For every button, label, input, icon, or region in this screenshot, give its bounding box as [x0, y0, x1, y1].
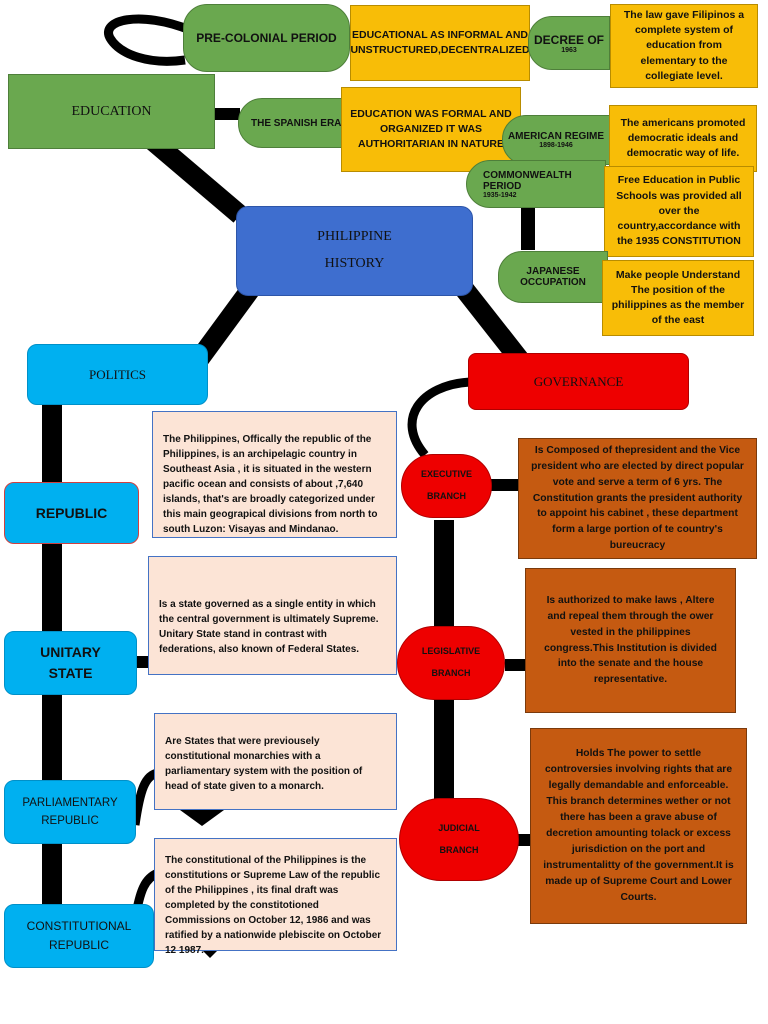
center-line2: HISTORY: [324, 256, 385, 271]
politics-item-unitary-state: UNITARY STATE: [4, 631, 137, 695]
precolonial-desc: EDUCATIONAL AS INFORMAL AND UNSTRUCTURED…: [350, 5, 530, 81]
commonwealth-label: COMMONWEALTH PERIOD: [483, 169, 572, 192]
commonwealth-year: 1935-1942: [483, 191, 517, 199]
politics-item-parliamentary-republic: PARLIAMENTARY REPUBLIC: [4, 780, 136, 844]
japanese-desc: Make people Understand The position of t…: [602, 260, 754, 336]
spanish-label: THE SPANISH ERA: [251, 117, 342, 129]
politics-title: POLITICS: [88, 366, 147, 382]
american-desc: The americans promoted democratic ideals…: [609, 105, 757, 172]
japanese-node: JAPANESE OCCUPATION: [498, 251, 608, 303]
education-node: EDUCATION: [8, 74, 215, 149]
philippine-history-node: PHILIPPINE HISTORY: [236, 206, 473, 296]
american-label: AMERICAN REGIME: [507, 131, 605, 142]
politics-item-constitutional-republic: CONSTITUTIONAL REPUBLIC: [4, 904, 154, 968]
governance-desc-legislative: Is authorized to make laws , Altere and …: [525, 568, 736, 713]
governance-desc-judicial: Holds The power to settle controversies …: [530, 728, 747, 924]
politics-node: POLITICS: [27, 344, 208, 405]
connector-governance-loop: [407, 377, 471, 458]
spanish-node: THE SPANISH ERA: [238, 98, 348, 148]
decree-desc: The law gave Filipinos a complete system…: [610, 4, 758, 88]
governance-branch-legislative: LEGISLATIVE BRANCH: [397, 626, 505, 700]
politics-desc-parliamentary-republic: Are States that were previousely constit…: [154, 713, 397, 810]
connector-center-governance: [457, 283, 528, 367]
politics-desc-republic: The Philippines, Offically the republic …: [152, 411, 397, 538]
decree-label: DECREE OF: [533, 32, 604, 47]
center-line1: PHILIPPINE: [317, 229, 392, 245]
japanese-label: JAPANESE OCCUPATION: [520, 266, 586, 288]
precolonial-node: PRE-COLONIAL PERIOD: [183, 4, 350, 72]
politics-item-republic: REPUBLIC: [4, 482, 139, 544]
commonwealth-node: COMMONWEALTH PERIOD 1935-1942: [466, 160, 606, 208]
american-node: AMERICAN REGIME 1898-1946: [502, 115, 610, 165]
politics-desc-unitary-state: Is a state governed as a single entity i…: [148, 556, 397, 675]
decree-year: 1963: [561, 46, 577, 54]
spanish-desc: EDUCATION WAS FORMAL AND ORGANIZED IT WA…: [341, 87, 521, 172]
governance-title: GOVERNANCE: [533, 373, 624, 389]
precolonial-label: PRE-COLONIAL PERIOD: [196, 31, 337, 45]
decree-node: DECREE OF 1963: [528, 16, 610, 70]
pointer-parliamentary: [180, 810, 224, 826]
connector-precolonial-loop: [104, 14, 192, 66]
governance-branch-judicial: JUDICIAL BRANCH: [399, 798, 519, 881]
education-title: EDUCATION: [71, 103, 152, 119]
governance-node: GOVERNANCE: [468, 353, 689, 410]
politics-desc-constitutional-republic: The constitutional of the Philippines is…: [154, 838, 397, 956]
governance-desc-executive: Is Composed of thepresident and the Vice…: [518, 438, 757, 559]
commonwealth-desc: Free Education in Public Schools was pro…: [604, 166, 754, 257]
american-year: 1898-1946: [539, 142, 573, 149]
pointer-constitutional: [202, 950, 218, 958]
governance-branch-executive: EXECUTIVE BRANCH: [401, 454, 492, 518]
